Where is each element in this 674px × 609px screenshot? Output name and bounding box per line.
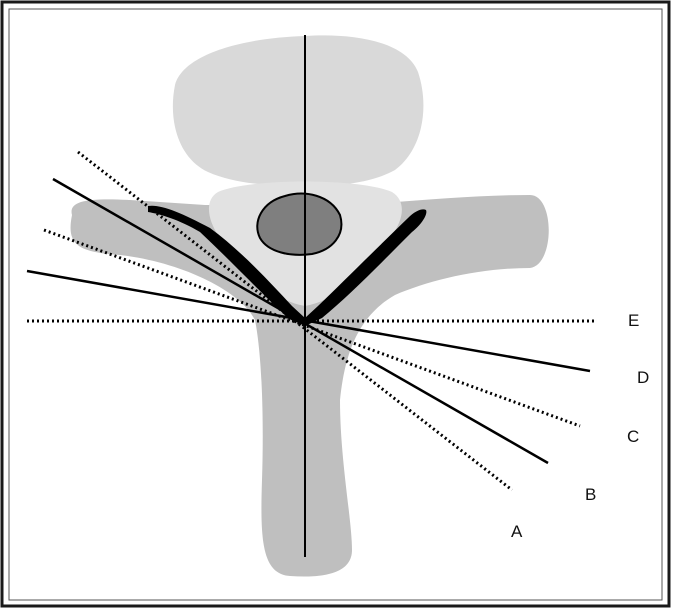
- label-d: D: [637, 368, 649, 387]
- spinal-cord: [257, 194, 341, 255]
- label-c: C: [627, 427, 639, 446]
- label-a: A: [511, 522, 523, 541]
- label-b: B: [585, 485, 596, 504]
- label-e: E: [628, 311, 639, 330]
- vertebral-body: [173, 35, 424, 186]
